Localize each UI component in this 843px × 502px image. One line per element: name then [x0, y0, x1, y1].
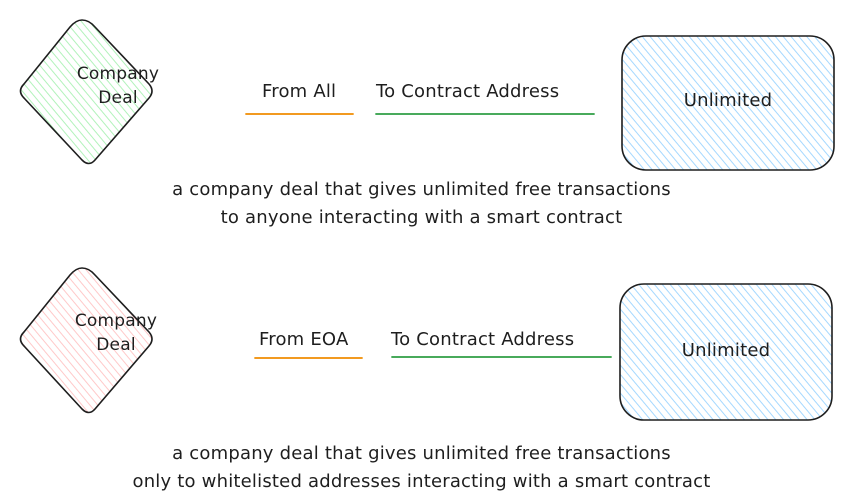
- company-deal-diamond-2: [19, 267, 153, 414]
- from-eoa-label: From EOA: [259, 329, 349, 350]
- to-contract-label-2: To Contract Address: [391, 329, 575, 350]
- diamond-label-2-line2: Deal: [96, 335, 136, 355]
- diamond-label-1-line1: Company: [76, 64, 160, 84]
- diamond-label-2: Company Deal: [46, 309, 186, 357]
- unlimited-box-2: [619, 283, 833, 421]
- caption-2-line1: a company deal that gives unlimited free…: [172, 443, 671, 464]
- diamond-label-1: Company Deal: [48, 62, 188, 110]
- caption-1: a company deal that gives unlimited free…: [0, 176, 843, 232]
- diamond-label-1-line2: Deal: [98, 88, 138, 108]
- unlimited-label-1: Unlimited: [683, 90, 773, 111]
- to-contract-label-1: To Contract Address: [376, 81, 560, 102]
- caption-1-line2: to anyone interacting with a smart contr…: [220, 207, 623, 228]
- diamond-label-2-line1: Company: [74, 311, 158, 331]
- unlimited-label-2: Unlimited: [681, 340, 771, 361]
- caption-2-line2: only to whitelisted addresses interactin…: [132, 471, 711, 492]
- from-all-label: From All: [262, 81, 337, 102]
- caption-2: a company deal that gives unlimited free…: [0, 440, 843, 496]
- caption-1-line1: a company deal that gives unlimited free…: [172, 179, 671, 200]
- company-deal-diamond-1: [19, 19, 153, 165]
- unlimited-box-1: [621, 35, 835, 171]
